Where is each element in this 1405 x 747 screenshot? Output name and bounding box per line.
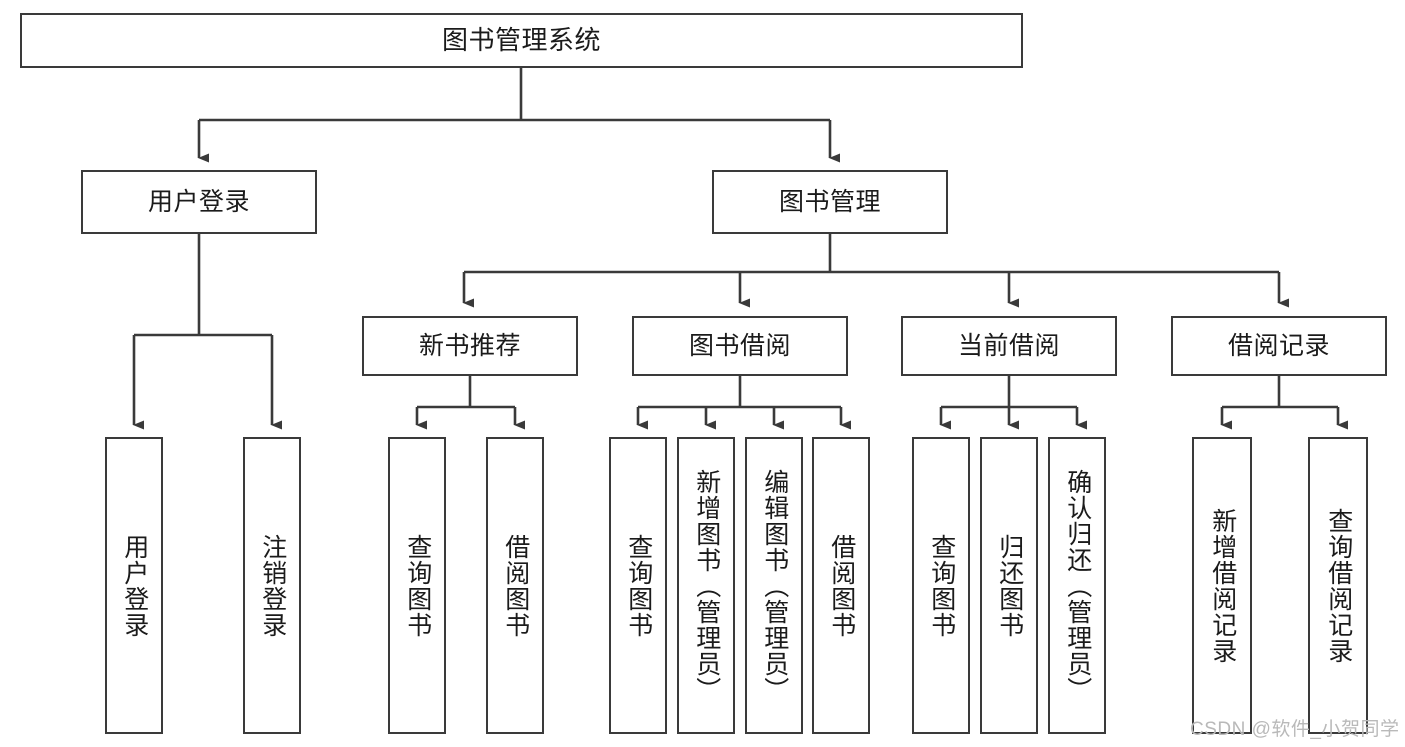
node-label: 新增借阅记录 (1208, 507, 1237, 664)
node-label: 查询图书 (927, 533, 956, 638)
node-label: 查询图书 (624, 533, 653, 638)
leaf-current-borrow-confirm-return-admin[interactable]: 确认归还（管理员） (1048, 437, 1106, 734)
node-label: 查询图书 (403, 533, 432, 638)
node-label: 图书借阅 (688, 331, 791, 360)
node-label: 当前借阅 (957, 331, 1060, 360)
leaf-user-login-logout[interactable]: 注销登录 (243, 437, 301, 734)
leaf-book-borrow-edit-book-admin[interactable]: 编辑图书（管理员） (745, 437, 803, 734)
node-label: 借阅图书 (501, 533, 530, 638)
node-book-management[interactable]: 图书管理 (712, 170, 948, 234)
node-label: 确认归还（管理员） (1063, 468, 1092, 703)
leaf-book-borrow-add-book-admin[interactable]: 新增图书（管理员） (677, 437, 735, 734)
csdn-watermark: CSDN @软件_小贺同学 (1190, 719, 1400, 740)
node-user-login[interactable]: 用户登录 (81, 170, 317, 234)
node-label: 图书管理 (778, 187, 881, 216)
node-label: 新增图书（管理员） (692, 468, 721, 703)
leaf-new-book-query-book[interactable]: 查询图书 (388, 437, 446, 734)
node-label: 用户登录 (120, 533, 149, 638)
leaf-user-login-login[interactable]: 用户登录 (105, 437, 163, 734)
leaf-book-borrow-borrow-book[interactable]: 借阅图书 (812, 437, 870, 734)
node-label: 图书管理系统 (441, 24, 601, 55)
leaf-current-borrow-query-book[interactable]: 查询图书 (912, 437, 970, 734)
node-label: 编辑图书（管理员） (760, 468, 789, 703)
leaf-book-borrow-query-book[interactable]: 查询图书 (609, 437, 667, 734)
node-book-borrow[interactable]: 图书借阅 (632, 316, 848, 376)
node-label: 查询借阅记录 (1324, 507, 1353, 664)
node-label: 借阅图书 (827, 533, 856, 638)
node-label: 借阅记录 (1227, 331, 1330, 360)
node-root-book-management-system[interactable]: 图书管理系统 (20, 13, 1023, 68)
node-borrow-record[interactable]: 借阅记录 (1171, 316, 1387, 376)
leaf-new-book-borrow-book[interactable]: 借阅图书 (486, 437, 544, 734)
leaf-borrow-record-add-record[interactable]: 新增借阅记录 (1192, 437, 1252, 734)
node-label: 归还图书 (995, 533, 1024, 638)
leaf-current-borrow-return-book[interactable]: 归还图书 (980, 437, 1038, 734)
node-new-book-recommend[interactable]: 新书推荐 (362, 316, 578, 376)
node-label: 新书推荐 (418, 331, 521, 360)
node-current-borrow[interactable]: 当前借阅 (901, 316, 1117, 376)
node-label: 注销登录 (258, 533, 287, 638)
node-label: 用户登录 (147, 187, 250, 216)
leaf-borrow-record-query-record[interactable]: 查询借阅记录 (1308, 437, 1368, 734)
